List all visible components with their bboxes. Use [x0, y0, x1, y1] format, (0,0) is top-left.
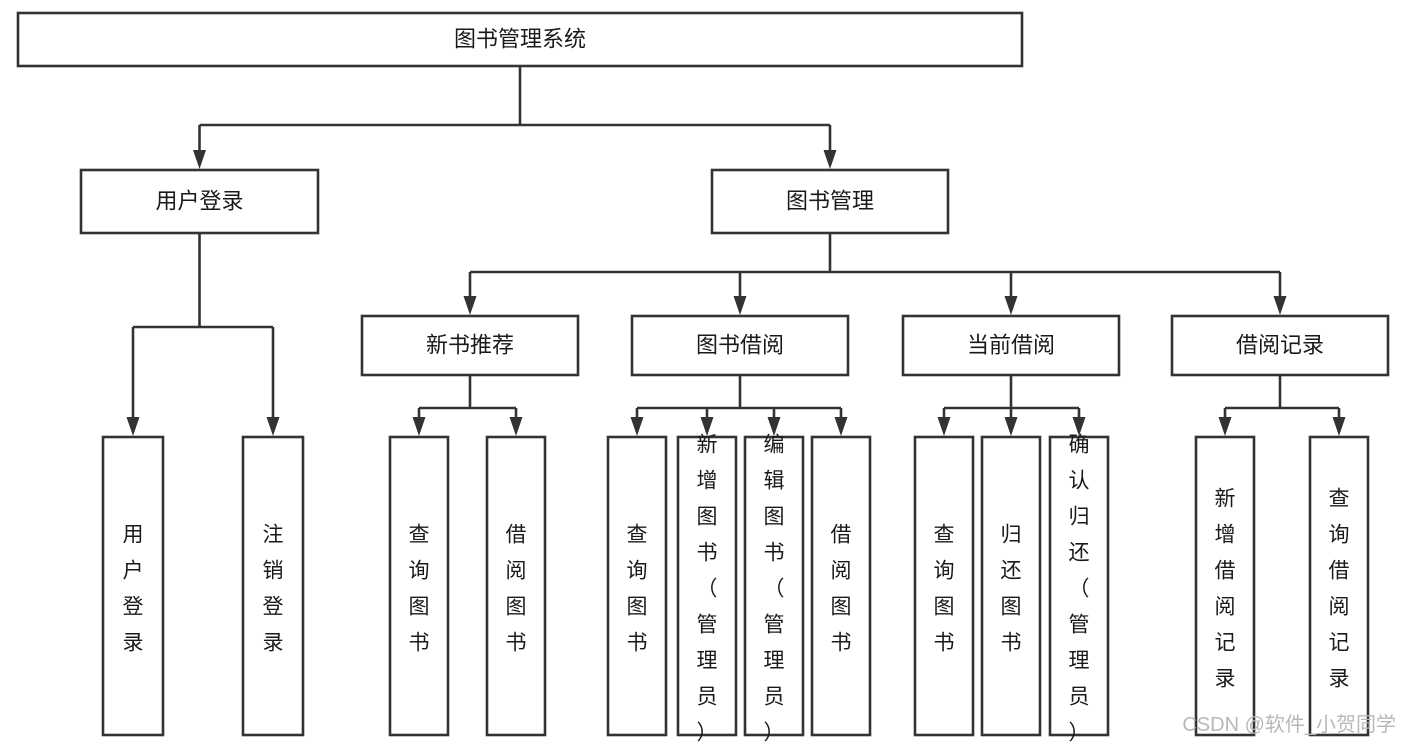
arrow-head-icon	[509, 417, 523, 436]
node-leaf-confirm-return-label: 确认归还（管理员）	[1069, 433, 1090, 744]
node-leaf-return-book[interactable]: 归还图书	[980, 435, 1042, 737]
node-book-borrow[interactable]: 图书借阅	[630, 314, 850, 377]
arrow-head-icon	[126, 417, 140, 436]
node-leaf-user-login-box[interactable]	[101, 435, 165, 737]
node-leaf-return-book-box[interactable]	[980, 435, 1042, 737]
edge-group-current-borrow	[937, 375, 1086, 436]
node-leaf-borrow-book-bor-label: 借阅图书	[831, 523, 852, 654]
node-leaf-add-record-box[interactable]	[1194, 435, 1256, 737]
node-leaf-query-book-bor-box[interactable]	[606, 435, 668, 737]
node-leaf-add-book[interactable]: 新增图书（管理员）	[676, 433, 738, 744]
arrow-head-icon	[412, 417, 426, 436]
node-leaf-query-book-bor[interactable]: 查询图书	[606, 435, 668, 737]
node-leaf-query-book-rec[interactable]: 查询图书	[388, 435, 450, 737]
node-leaf-borrow-book-rec-box[interactable]	[485, 435, 547, 737]
vertical-bracket-glyph: （	[697, 577, 718, 600]
vertical-bracket-glyph: ）	[697, 721, 718, 744]
arrow-head-icon	[463, 296, 477, 315]
node-book-manage-label: 图书管理	[786, 188, 874, 213]
node-user-login-box[interactable]	[79, 168, 320, 235]
arrow-head-icon	[1004, 417, 1018, 436]
edge-group-new-book-rec	[412, 375, 523, 436]
edge-group-book-borrow	[630, 375, 848, 436]
node-borrow-record[interactable]: 借阅记录	[1170, 314, 1390, 377]
node-book-manage[interactable]: 图书管理	[710, 168, 950, 235]
node-root[interactable]: 图书管理系统	[16, 11, 1024, 68]
arrow-head-icon	[630, 417, 644, 436]
arrow-head-icon	[937, 417, 951, 436]
node-leaf-add-book-label: 新增图书（管理员）	[697, 433, 718, 744]
csdn-watermark: CSDN @软件_小贺同学	[1182, 713, 1396, 736]
edge-group-user-login	[126, 233, 280, 436]
node-leaf-borrow-book-rec[interactable]: 借阅图书	[485, 435, 547, 737]
node-leaf-edit-book-label: 编辑图书（管理员）	[764, 433, 785, 744]
arrow-head-icon	[193, 150, 206, 169]
node-leaf-logout-box[interactable]	[241, 435, 305, 737]
node-current-borrow-label: 当前借阅	[967, 332, 1055, 357]
node-leaf-query-record-box[interactable]	[1308, 435, 1370, 737]
edge-group-root	[193, 66, 837, 169]
arrow-head-icon	[1004, 296, 1018, 315]
node-new-book-rec[interactable]: 新书推荐	[360, 314, 580, 377]
arrow-head-icon	[823, 150, 837, 169]
node-leaf-query-book-cur-label: 查询图书	[934, 523, 955, 654]
node-root-box[interactable]	[16, 11, 1024, 68]
node-leaf-user-login[interactable]: 用户登录	[101, 435, 165, 737]
node-leaf-logout[interactable]: 注销登录	[241, 435, 305, 737]
node-user-login[interactable]: 用户登录	[79, 168, 320, 235]
node-leaf-edit-book[interactable]: 编辑图书（管理员）	[743, 433, 805, 744]
node-leaf-query-book-rec-label: 查询图书	[409, 523, 430, 654]
node-leaf-edit-book-box[interactable]	[743, 435, 805, 737]
node-leaf-borrow-book-bor-box[interactable]	[810, 435, 872, 737]
node-book-borrow-box[interactable]	[630, 314, 850, 377]
node-book-borrow-label: 图书借阅	[696, 332, 784, 357]
node-leaf-borrow-book-rec-label: 借阅图书	[506, 523, 527, 654]
node-leaf-query-book-rec-box[interactable]	[388, 435, 450, 737]
node-leaf-user-login-label: 用户登录	[123, 523, 144, 654]
node-leaf-query-record-label: 查询借阅记录	[1329, 487, 1350, 690]
arrow-head-icon	[1072, 417, 1086, 436]
node-leaf-confirm-return[interactable]: 确认归还（管理员）	[1048, 433, 1110, 744]
node-current-borrow-box[interactable]	[901, 314, 1121, 377]
arrow-head-icon	[1218, 417, 1232, 436]
arrow-head-icon	[767, 417, 781, 436]
node-current-borrow[interactable]: 当前借阅	[901, 314, 1121, 377]
arrow-head-icon	[266, 417, 280, 436]
arrow-head-icon	[1332, 417, 1346, 436]
node-leaf-add-record[interactable]: 新增借阅记录	[1194, 435, 1256, 737]
node-book-manage-box[interactable]	[710, 168, 950, 235]
node-leaf-add-book-box[interactable]	[676, 435, 738, 737]
connector-layer	[126, 66, 1346, 436]
arrow-head-icon	[834, 417, 848, 436]
node-user-login-label: 用户登录	[155, 188, 243, 213]
node-leaf-add-record-label: 新增借阅记录	[1215, 487, 1236, 690]
node-leaf-query-record[interactable]: 查询借阅记录	[1308, 435, 1370, 737]
node-leaf-logout-label: 注销登录	[263, 523, 284, 654]
node-root-label: 图书管理系统	[454, 26, 586, 51]
vertical-bracket-glyph: （	[764, 577, 785, 600]
arrow-head-icon	[733, 296, 747, 315]
node-leaf-query-book-bor-label: 查询图书	[627, 523, 648, 654]
node-new-book-rec-label: 新书推荐	[426, 332, 514, 357]
vertical-bracket-glyph: ）	[764, 721, 785, 744]
arrow-head-icon	[700, 417, 714, 436]
node-new-book-rec-box[interactable]	[360, 314, 580, 377]
vertical-bracket-glyph: （	[1069, 577, 1090, 600]
node-leaf-borrow-book-bor[interactable]: 借阅图书	[810, 435, 872, 737]
node-leaf-query-book-cur[interactable]: 查询图书	[913, 435, 975, 737]
node-leaf-confirm-return-box[interactable]	[1048, 435, 1110, 737]
node-leaf-query-book-cur-box[interactable]	[913, 435, 975, 737]
vertical-bracket-glyph: ）	[1069, 721, 1090, 744]
node-borrow-record-box[interactable]	[1170, 314, 1390, 377]
edge-group-book-manage	[463, 233, 1287, 315]
edge-group-borrow-record	[1218, 375, 1346, 436]
node-leaf-return-book-label: 归还图书	[1001, 523, 1022, 654]
node-borrow-record-label: 借阅记录	[1236, 332, 1324, 357]
arrow-head-icon	[1273, 296, 1287, 315]
node-layer: 图书管理系统用户登录图书管理新书推荐图书借阅当前借阅借阅记录用户登录注销登录查询…	[16, 11, 1390, 744]
